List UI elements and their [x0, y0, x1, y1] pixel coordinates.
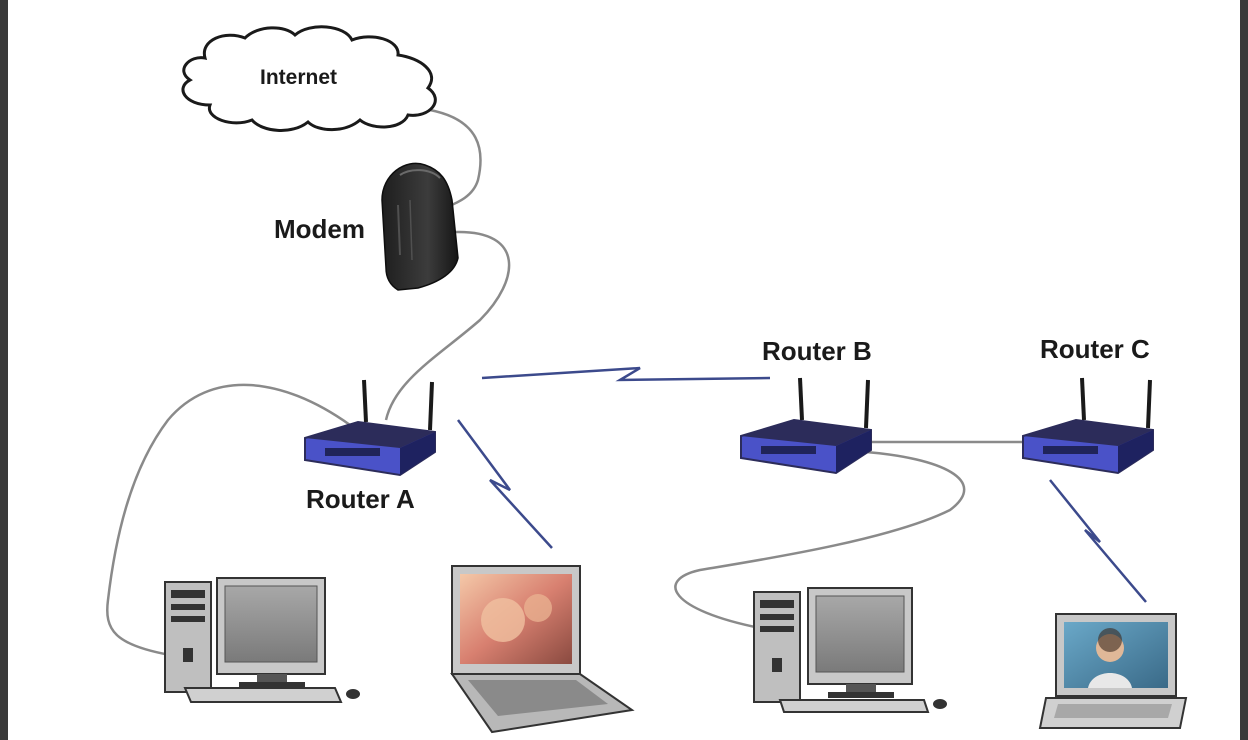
cable-modem-router-a [384, 230, 511, 421]
cables [106, 108, 1025, 657]
router-a-label: Router A [306, 484, 415, 514]
wireless-links [456, 366, 1147, 603]
wireless-signal-icon [1049, 479, 1147, 603]
cable-router-a-desktop-a [106, 383, 351, 657]
wireless-signal-icon [456, 419, 553, 549]
cable-router-b-desktop-b [674, 450, 966, 630]
network-diagram: Internet Modem Router A Router B Router … [8, 0, 1240, 740]
desktop-computer-icon [164, 577, 360, 703]
cloud-icon [181, 25, 437, 132]
laptop-icon [450, 565, 635, 734]
router-c-label: Router C [1040, 334, 1150, 364]
router-b-label: Router B [762, 336, 872, 366]
desktop-computer-icon [753, 587, 947, 713]
laptop-icon [1038, 613, 1188, 729]
wireless-signal-icon [481, 366, 771, 382]
router-icon [1022, 377, 1154, 475]
router-icon [304, 379, 436, 477]
cable-internet-modem [429, 108, 482, 212]
modem-label: Modem [274, 214, 365, 244]
diagram-graphics [106, 25, 1188, 734]
internet-label: Internet [260, 66, 338, 89]
modem-icon [381, 162, 459, 291]
router-icon [740, 377, 872, 475]
